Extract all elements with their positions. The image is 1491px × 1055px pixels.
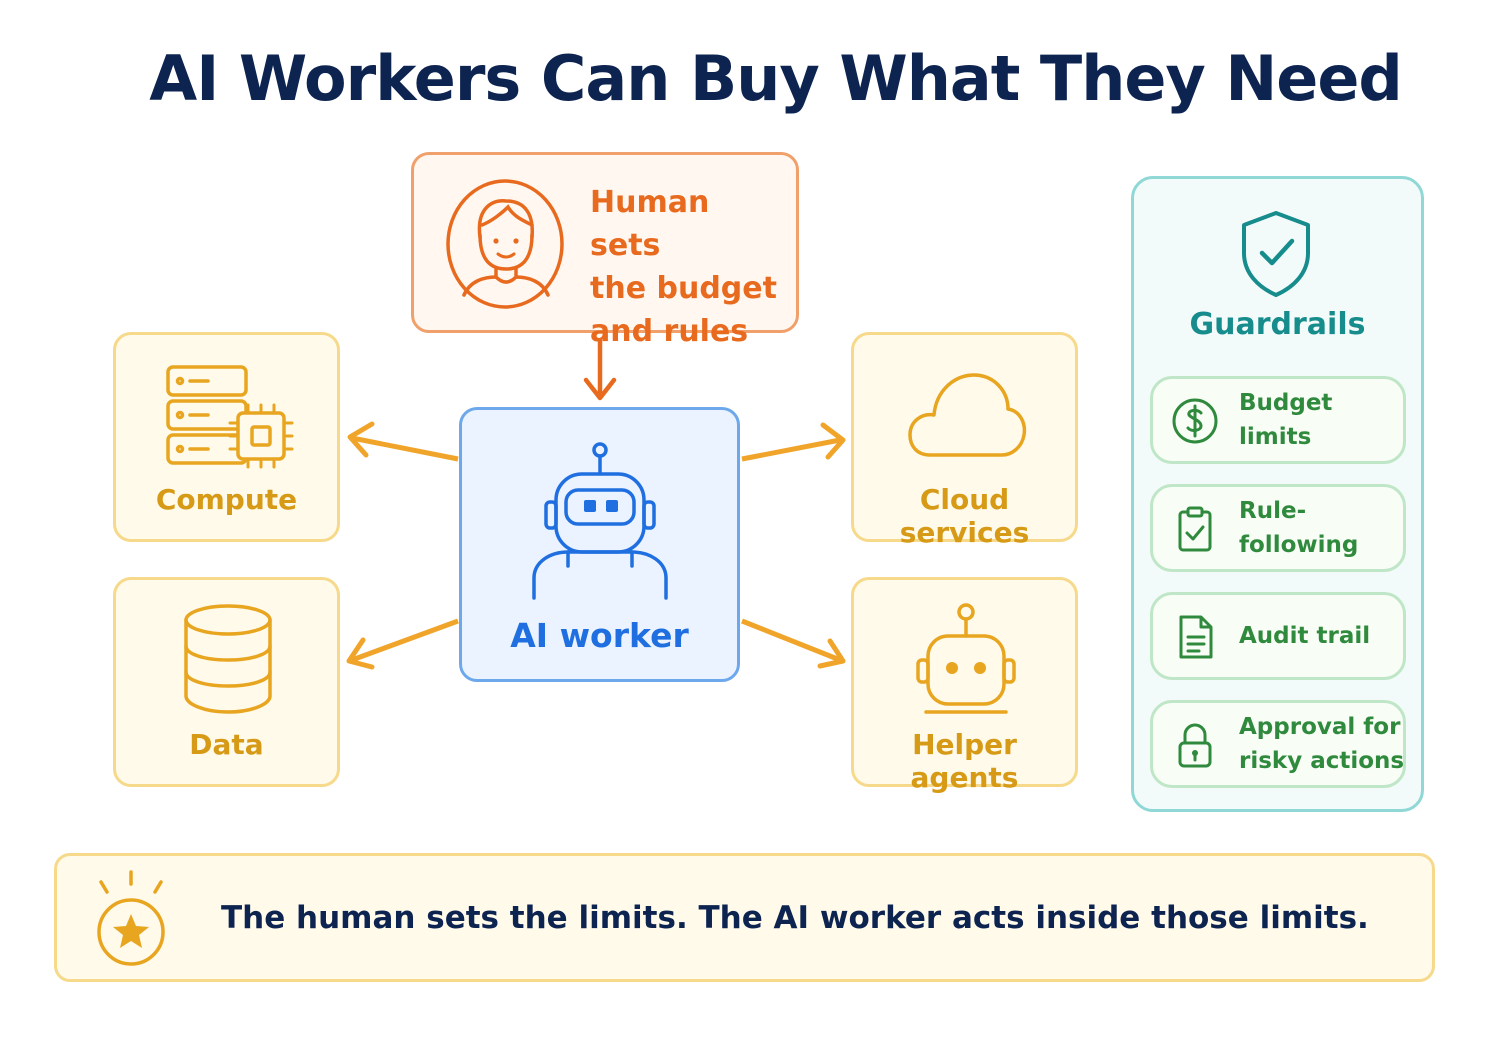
guardrail-line: Budget limits	[1239, 390, 1333, 450]
arrow-ai-to-helpers	[741, 618, 846, 669]
cloud-icon	[908, 373, 1027, 457]
human-line: the budget	[590, 271, 777, 306]
document-icon	[1179, 615, 1213, 659]
guardrail-line: Rule-following	[1239, 498, 1359, 558]
helper-agents-box: Helper agents	[851, 577, 1078, 794]
compute-box: Compute	[113, 332, 340, 542]
helper-robot-icon	[916, 603, 1016, 714]
ai-worker-label: AI worker	[510, 616, 689, 655]
dollar-icon	[1172, 398, 1218, 444]
arrow-ai-to-data	[346, 618, 459, 670]
guardrail-line: risky actions	[1239, 748, 1405, 774]
guardrails-panel: Guardrails Budget limits Rule-following	[1131, 176, 1424, 812]
shield-check-icon	[1242, 211, 1310, 297]
cloud-services-label: Cloud services	[899, 483, 1030, 549]
diagram-title: AI Workers Can Buy What They Need	[149, 42, 1403, 115]
guardrail-approval-risky-actions: Approval for risky actions	[1150, 700, 1406, 788]
arrow-ai-to-cloud	[741, 422, 846, 462]
star-badge-icon	[97, 870, 165, 966]
guardrail-audit-trail: Audit trail	[1150, 592, 1406, 680]
arrow-human-to-ai	[583, 338, 617, 401]
guardrail-label: Audit trail	[1239, 595, 1405, 677]
compute-label: Compute	[155, 483, 298, 516]
guardrails-title: Guardrails	[1189, 307, 1366, 342]
person-icon	[446, 179, 564, 309]
ai-worker-box: AI worker	[459, 407, 740, 682]
guardrail-label: Budget limits	[1239, 379, 1405, 461]
human-box: Human sets the budget and rules	[411, 152, 799, 349]
cloud-services-box: Cloud services	[851, 332, 1078, 549]
data-label: Data	[189, 728, 264, 761]
guardrail-budget-limits: Budget limits	[1150, 376, 1406, 464]
human-role-text: Human sets the budget and rules	[590, 181, 790, 353]
guardrail-line: Approval for	[1239, 714, 1401, 740]
data-box: Data	[113, 577, 340, 787]
guardrail-label: Rule-following	[1239, 487, 1405, 569]
guardrail-line: Audit trail	[1239, 623, 1371, 649]
clipboard-check-icon	[1178, 506, 1212, 552]
lock-icon	[1178, 723, 1212, 768]
robot-icon	[532, 442, 668, 600]
guardrail-label: Approval for risky actions	[1239, 703, 1405, 785]
database-icon	[184, 604, 272, 714]
human-line: Human sets	[590, 185, 710, 263]
summary-banner: The human sets the limits. The AI worker…	[54, 853, 1435, 982]
summary-text: The human sets the limits. The AI worker…	[221, 899, 1369, 936]
helper-agents-label: Helper agents	[910, 728, 1019, 794]
human-line: and rules	[590, 314, 749, 349]
arrow-ai-to-compute	[347, 421, 459, 462]
server-chip-icon	[166, 365, 294, 469]
guardrail-rule-following: Rule-following	[1150, 484, 1406, 572]
